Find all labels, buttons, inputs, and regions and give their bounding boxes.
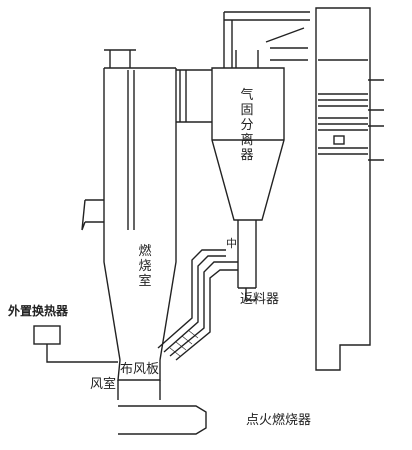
air-inlet-pipes [117,380,161,400]
furnace-inner-wall [127,70,135,230]
loop-seal-pipe-2 [169,261,238,357]
loop-seal-pipe-3 [163,255,226,353]
air-preheater-box [333,135,345,145]
furnace-walls [103,67,177,361]
furnace-outlet-duct [176,69,212,123]
pipe-hatching [169,329,199,357]
distributor-plate-label: 布风板 [120,362,160,377]
ignition-burner-label: 点火燃烧器 [246,413,312,428]
furnace-top-stack [104,49,136,68]
external-heat-exchanger-box [33,325,61,345]
tail-nozzles [368,79,384,161]
loop-seal-pipe-4 [157,249,226,349]
loop-seal-label: 返料器 [240,292,280,307]
secondary-air-duct [81,199,104,231]
cyclone-vortex-finder [235,50,259,68]
ehe-connection [46,344,118,363]
wind-box [117,359,161,381]
loop-seal-pipe-1 [175,269,238,361]
valve-mark-label: 中 [226,237,237,250]
tail-shaft [315,7,371,371]
loop-seal-outlet [245,288,256,301]
cyclone-separator-label: 气固分离器 [240,88,254,163]
external-heat-exchanger-label: 外置换热器 [8,304,69,318]
dipleg [237,220,257,289]
cyclone-side-duct [265,27,308,61]
wind-box-label: 风室 [90,377,117,392]
ignition-burner [118,405,207,435]
flue-gas-duct [223,11,310,68]
combustion-chamber-label: 燃烧室 [138,244,152,289]
economizer-tubes [318,93,368,155]
